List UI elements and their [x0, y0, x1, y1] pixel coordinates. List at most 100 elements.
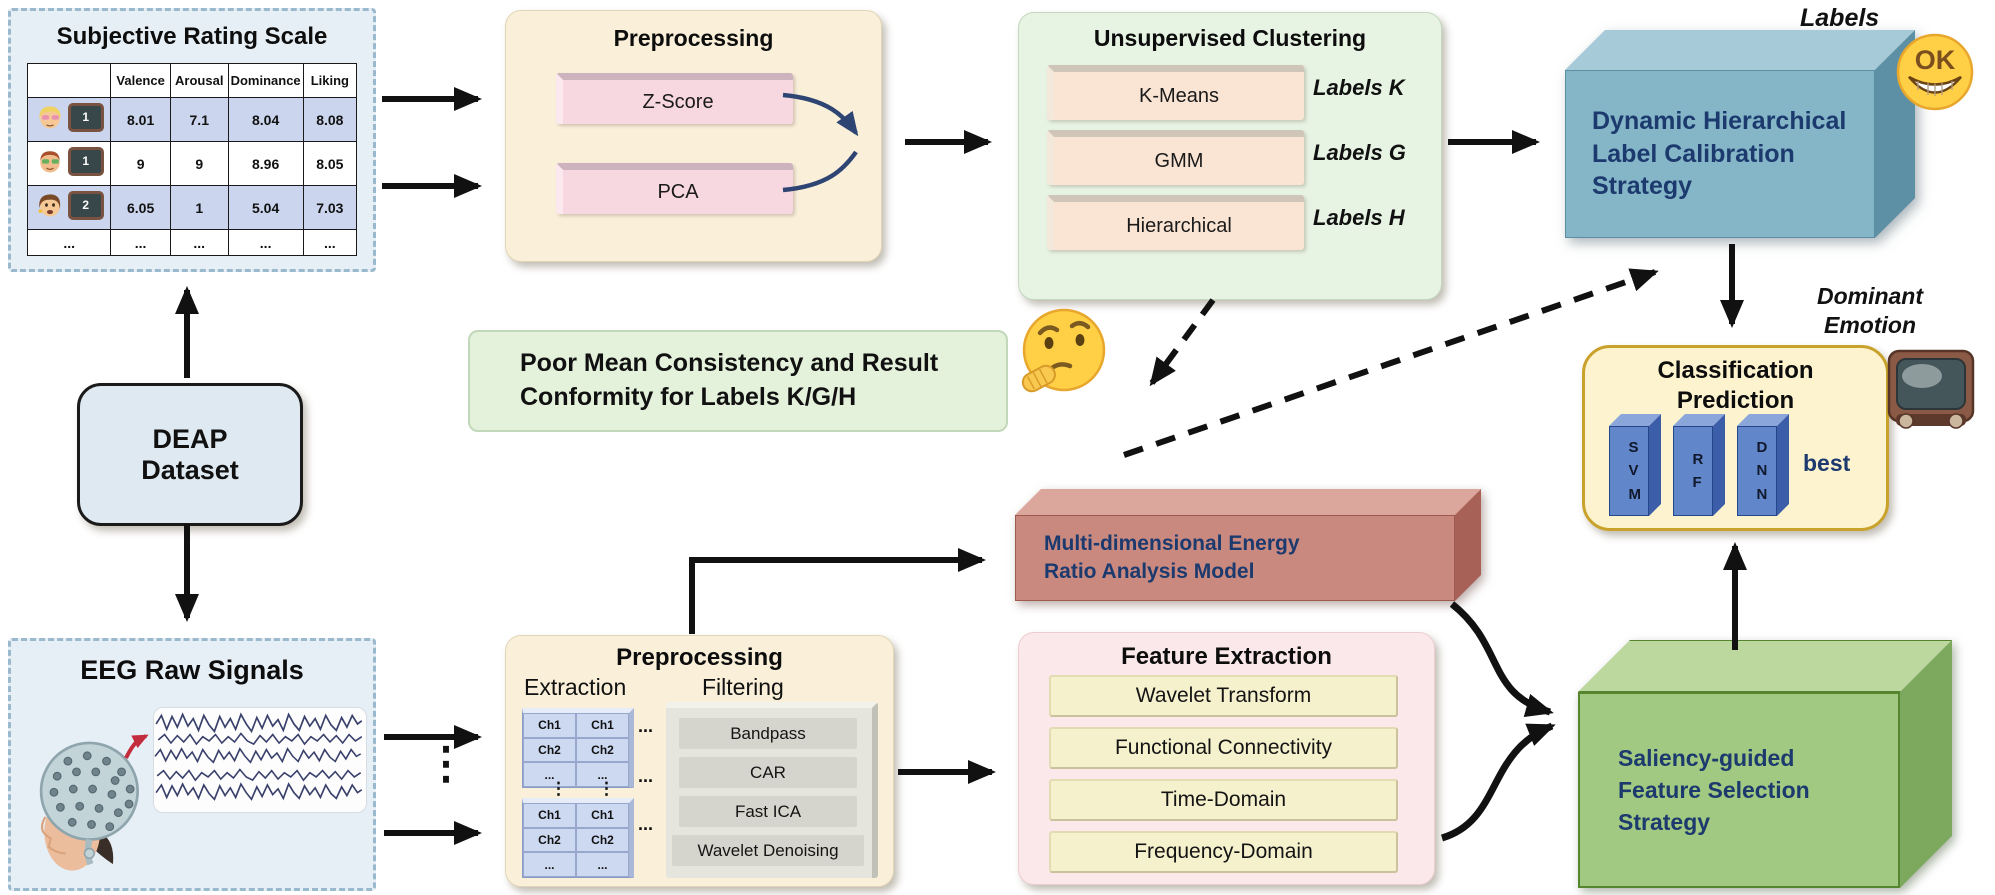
- calibration-box-front-face: Dynamic Hierarchical Label Calibration S…: [1565, 70, 1875, 238]
- grids-ellipsis: ...: [638, 716, 654, 736]
- bandpass-chip: Bandpass: [679, 718, 857, 749]
- rating-col-liking: Liking: [302, 63, 358, 98]
- rating-value: 9: [169, 141, 229, 186]
- rf-pillar-front: RF: [1673, 426, 1713, 516]
- filtering-label: Filtering: [702, 674, 784, 700]
- rating-col-empty: [26, 63, 112, 98]
- hierarchical-bar: Hierarchical: [1047, 195, 1304, 250]
- saliency-box: Saliency-guided Feature Selection Strate…: [1578, 640, 1952, 888]
- svm-pillar: SVM: [1609, 414, 1661, 516]
- pca-bar: PCA: [556, 163, 793, 214]
- saliency-line-1: Saliency-guided: [1618, 744, 1795, 771]
- rating-value: ...: [227, 229, 304, 256]
- rating-col-dominance: Dominance: [227, 63, 304, 98]
- channel-cell: ...: [576, 762, 629, 787]
- deap-dataset-box: DEAP Dataset: [77, 383, 303, 526]
- curved-arrow-energy-to-saliency: [1449, 601, 1554, 718]
- dnn-pillar-right: [1777, 414, 1789, 516]
- woman-blonde-avatar: [39, 106, 61, 129]
- television-emoji: [1887, 349, 1975, 429]
- grids-ellipsis: ...: [638, 814, 654, 834]
- channel-cell: ...: [576, 852, 629, 877]
- channel-cell: Ch2: [523, 827, 576, 853]
- rating-col-valence: Valence: [110, 63, 171, 98]
- calibration-line-2: Label Calibration: [1592, 139, 1795, 168]
- preprocessing-bottom-title: Preprocessing: [616, 644, 783, 671]
- consistency-line-2: Conformity for Labels K/G/H: [520, 383, 857, 411]
- calibration-line-3: Strategy: [1592, 172, 1693, 201]
- energy-model-top-face: [1015, 489, 1481, 515]
- channel-cell: Ch2: [576, 827, 629, 853]
- saliency-line-2: Feature Selection: [1618, 776, 1810, 803]
- labels-h-text: Labels H: [1313, 205, 1405, 230]
- classification-line-2: Prediction: [1676, 387, 1795, 414]
- subjective-rating-scale-panel: Subjective Rating Scale Valence Arousal …: [8, 8, 376, 272]
- rf-pillar-top: [1673, 414, 1725, 426]
- preprocessing-top-panel: Preprocessing Z-Score PCA: [505, 10, 882, 262]
- rating-value: 5.04: [227, 185, 304, 230]
- rating-table: Valence Arousal Dominance Liking 1: [26, 63, 358, 256]
- energy-model-line-2: Ratio Analysis Model: [1044, 560, 1255, 583]
- channel-grid-2: Ch1 Ch1 Ch2 Ch2 ... ...: [522, 798, 634, 878]
- svm-label: SVM: [1628, 439, 1642, 503]
- time-domain-chip: Time-Domain: [1049, 779, 1398, 821]
- svm-pillar-right: [1649, 414, 1661, 516]
- wavelet-denoising-chip: Wavelet Denoising: [672, 835, 864, 866]
- rating-value: ...: [169, 229, 229, 256]
- man-sunglasses-avatar: [39, 151, 60, 173]
- eeg-title: EEG Raw Signals: [80, 655, 304, 685]
- rating-value: 8.04: [227, 97, 304, 142]
- preprocessing-top-title: Preprocessing: [613, 25, 774, 51]
- participant-video-cell: 1: [26, 97, 112, 142]
- classification-title: Classification Prediction: [1585, 356, 1886, 416]
- channel-cell: ...: [523, 762, 576, 787]
- energy-model-front-face: Multi-dimensional Energy Ratio Analysis …: [1015, 515, 1455, 601]
- video-number-badge: 1: [67, 102, 104, 132]
- channel-cell: Ch2: [576, 737, 629, 763]
- deap-line-1: DEAP: [152, 423, 228, 454]
- saliency-line-3: Strategy: [1618, 809, 1711, 836]
- svm-pillar-front: SVM: [1609, 426, 1649, 516]
- rating-value: 9: [110, 141, 171, 186]
- calibration-line-1: Dynamic Hierarchical: [1592, 107, 1847, 136]
- consistency-note-panel: Poor Mean Consistency and Result Conform…: [468, 330, 1008, 432]
- rating-value: ...: [110, 229, 171, 256]
- labels-annotation: Labels: [1800, 4, 1880, 32]
- grids-ellipsis: ...: [638, 766, 654, 786]
- table-row: 1 8.01 7.1 8.04 8.08: [26, 97, 358, 142]
- classification-line-1: Classification: [1657, 357, 1814, 384]
- functional-connectivity-chip: Functional Connectivity: [1049, 727, 1398, 769]
- rating-value: ...: [302, 229, 358, 256]
- emotion-line: Emotion: [1824, 311, 1916, 338]
- best-label: best: [1803, 450, 1851, 476]
- saliency-box-front-face: Saliency-guided Feature Selection Strate…: [1578, 692, 1900, 888]
- channel-cell: Ch1: [523, 713, 576, 738]
- wavelet-transform-chip: Wavelet Transform: [1049, 675, 1398, 717]
- energy-model-box: Multi-dimensional Energy Ratio Analysis …: [1015, 489, 1481, 601]
- channel-cell: Ch1: [576, 803, 629, 828]
- clustering-panel: Unsupervised Clustering K-Means Labels K…: [1018, 12, 1442, 300]
- channel-cell: Ch1: [523, 803, 576, 828]
- dominant-emotion-annotation: Dominant Emotion: [1790, 282, 1950, 340]
- fast-ica-chip: Fast ICA: [679, 796, 857, 827]
- eeg-signal-traces: [153, 707, 367, 813]
- curved-arrow-features-to-saliency: [1440, 722, 1556, 842]
- dnn-pillar-top: [1737, 414, 1789, 426]
- channel-grid-1: Ch1 Ch1 Ch2 Ch2 ... ...: [522, 708, 634, 788]
- extraction-label: Extraction: [524, 674, 627, 700]
- channel-cell: ...: [523, 852, 576, 877]
- table-row: 2 6.05 1 5.04 7.03: [26, 185, 358, 230]
- channel-cell: Ch2: [523, 737, 576, 763]
- svg-text:OK: OK: [1915, 45, 1956, 75]
- labels-g-text: Labels G: [1313, 140, 1406, 165]
- car-chip: CAR: [679, 757, 857, 788]
- labels-k-text: Labels K: [1313, 75, 1405, 100]
- rating-value: 7.03: [302, 185, 358, 230]
- table-row: ... ... ... ... ...: [26, 229, 358, 256]
- dominant-line: Dominant: [1816, 283, 1924, 309]
- dnn-pillar-front: DNN: [1737, 426, 1777, 516]
- thinking-face-emoji: [1021, 308, 1106, 393]
- preprocessing-bottom-panel: Preprocessing Extraction Filtering Ch1 C…: [505, 635, 894, 887]
- dnn-label: DNN: [1756, 439, 1768, 503]
